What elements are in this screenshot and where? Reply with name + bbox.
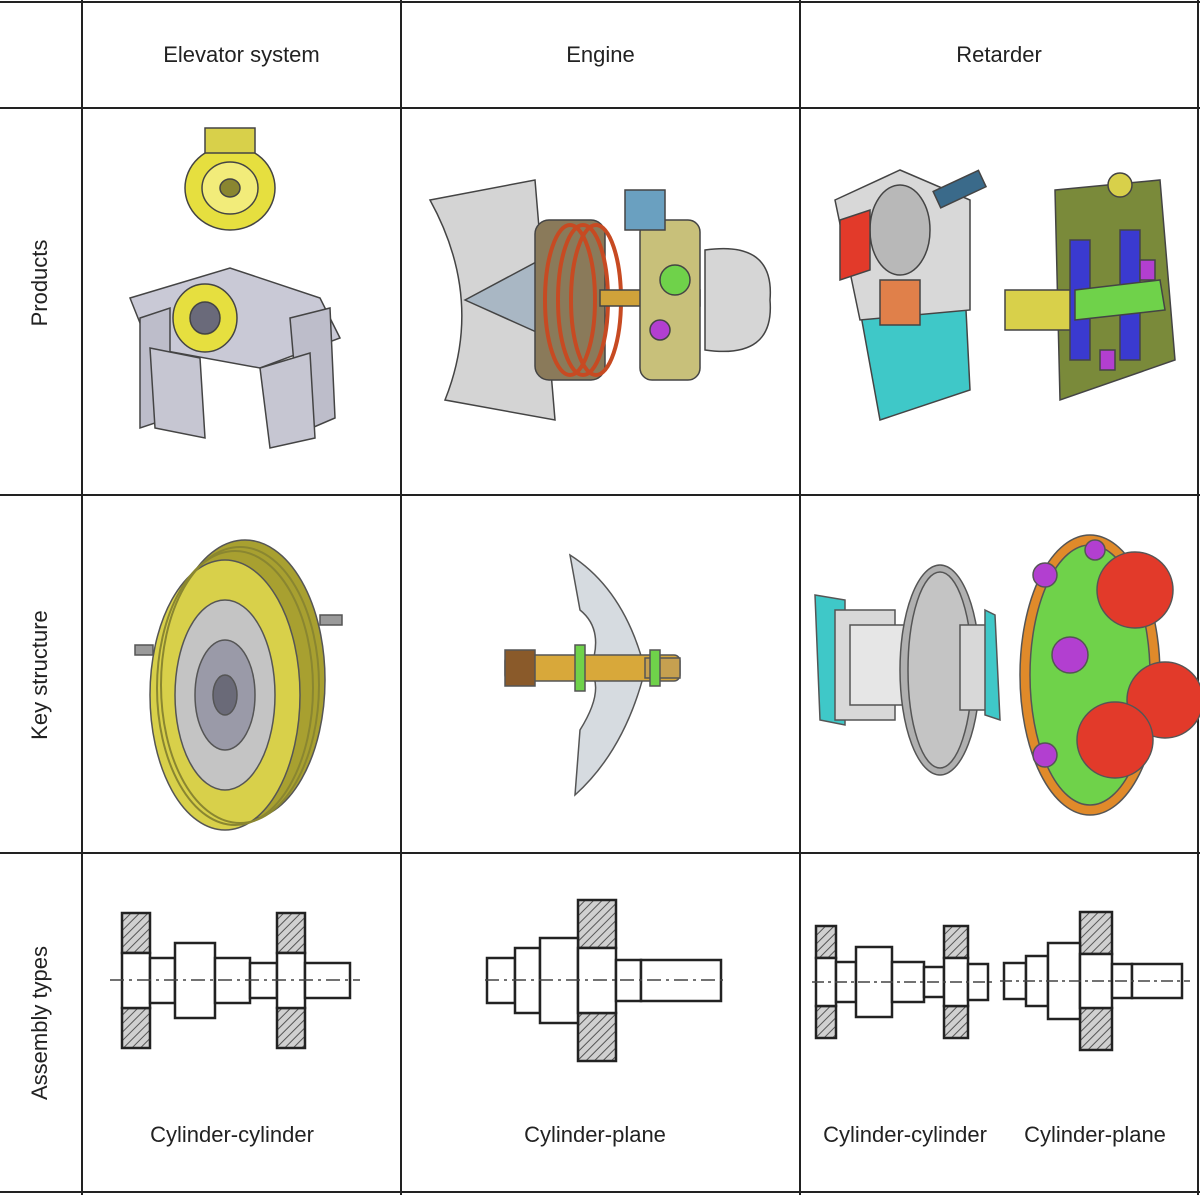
engine-product-illustration: [428, 179, 772, 421]
retarder-assembly-drawing-left: [812, 924, 992, 1040]
caption-retarder-assembly-left: Cylinder-cylinder: [823, 1122, 987, 1147]
engine-key-structure-illustration: [504, 553, 681, 797]
retarder-key-structure-illustration: [814, 534, 1200, 816]
column-header-retarder: Retarder: [956, 42, 1042, 67]
elevator-assembly-drawing: [110, 911, 360, 1050]
row-label-assembly-types: Assembly types: [27, 945, 52, 1101]
elevator-key-structure-illustration: [134, 539, 343, 831]
retarder-product-illustration: [834, 169, 1176, 421]
caption-elevator-assembly: Cylinder-cylinder: [150, 1122, 314, 1147]
caption-engine-assembly: Cylinder-plane: [524, 1122, 666, 1147]
caption-retarder-assembly-right: Cylinder-plane: [1024, 1122, 1166, 1147]
engine-assembly-drawing: [485, 898, 725, 1063]
column-header-engine: Engine: [566, 42, 635, 67]
row-label-products: Products: [27, 239, 52, 327]
column-header-elevator: Elevator system: [163, 42, 320, 67]
retarder-assembly-drawing-right: [1000, 910, 1190, 1052]
elevator-product-illustration: [128, 127, 342, 449]
row-label-key-structure: Key structure: [27, 610, 52, 740]
